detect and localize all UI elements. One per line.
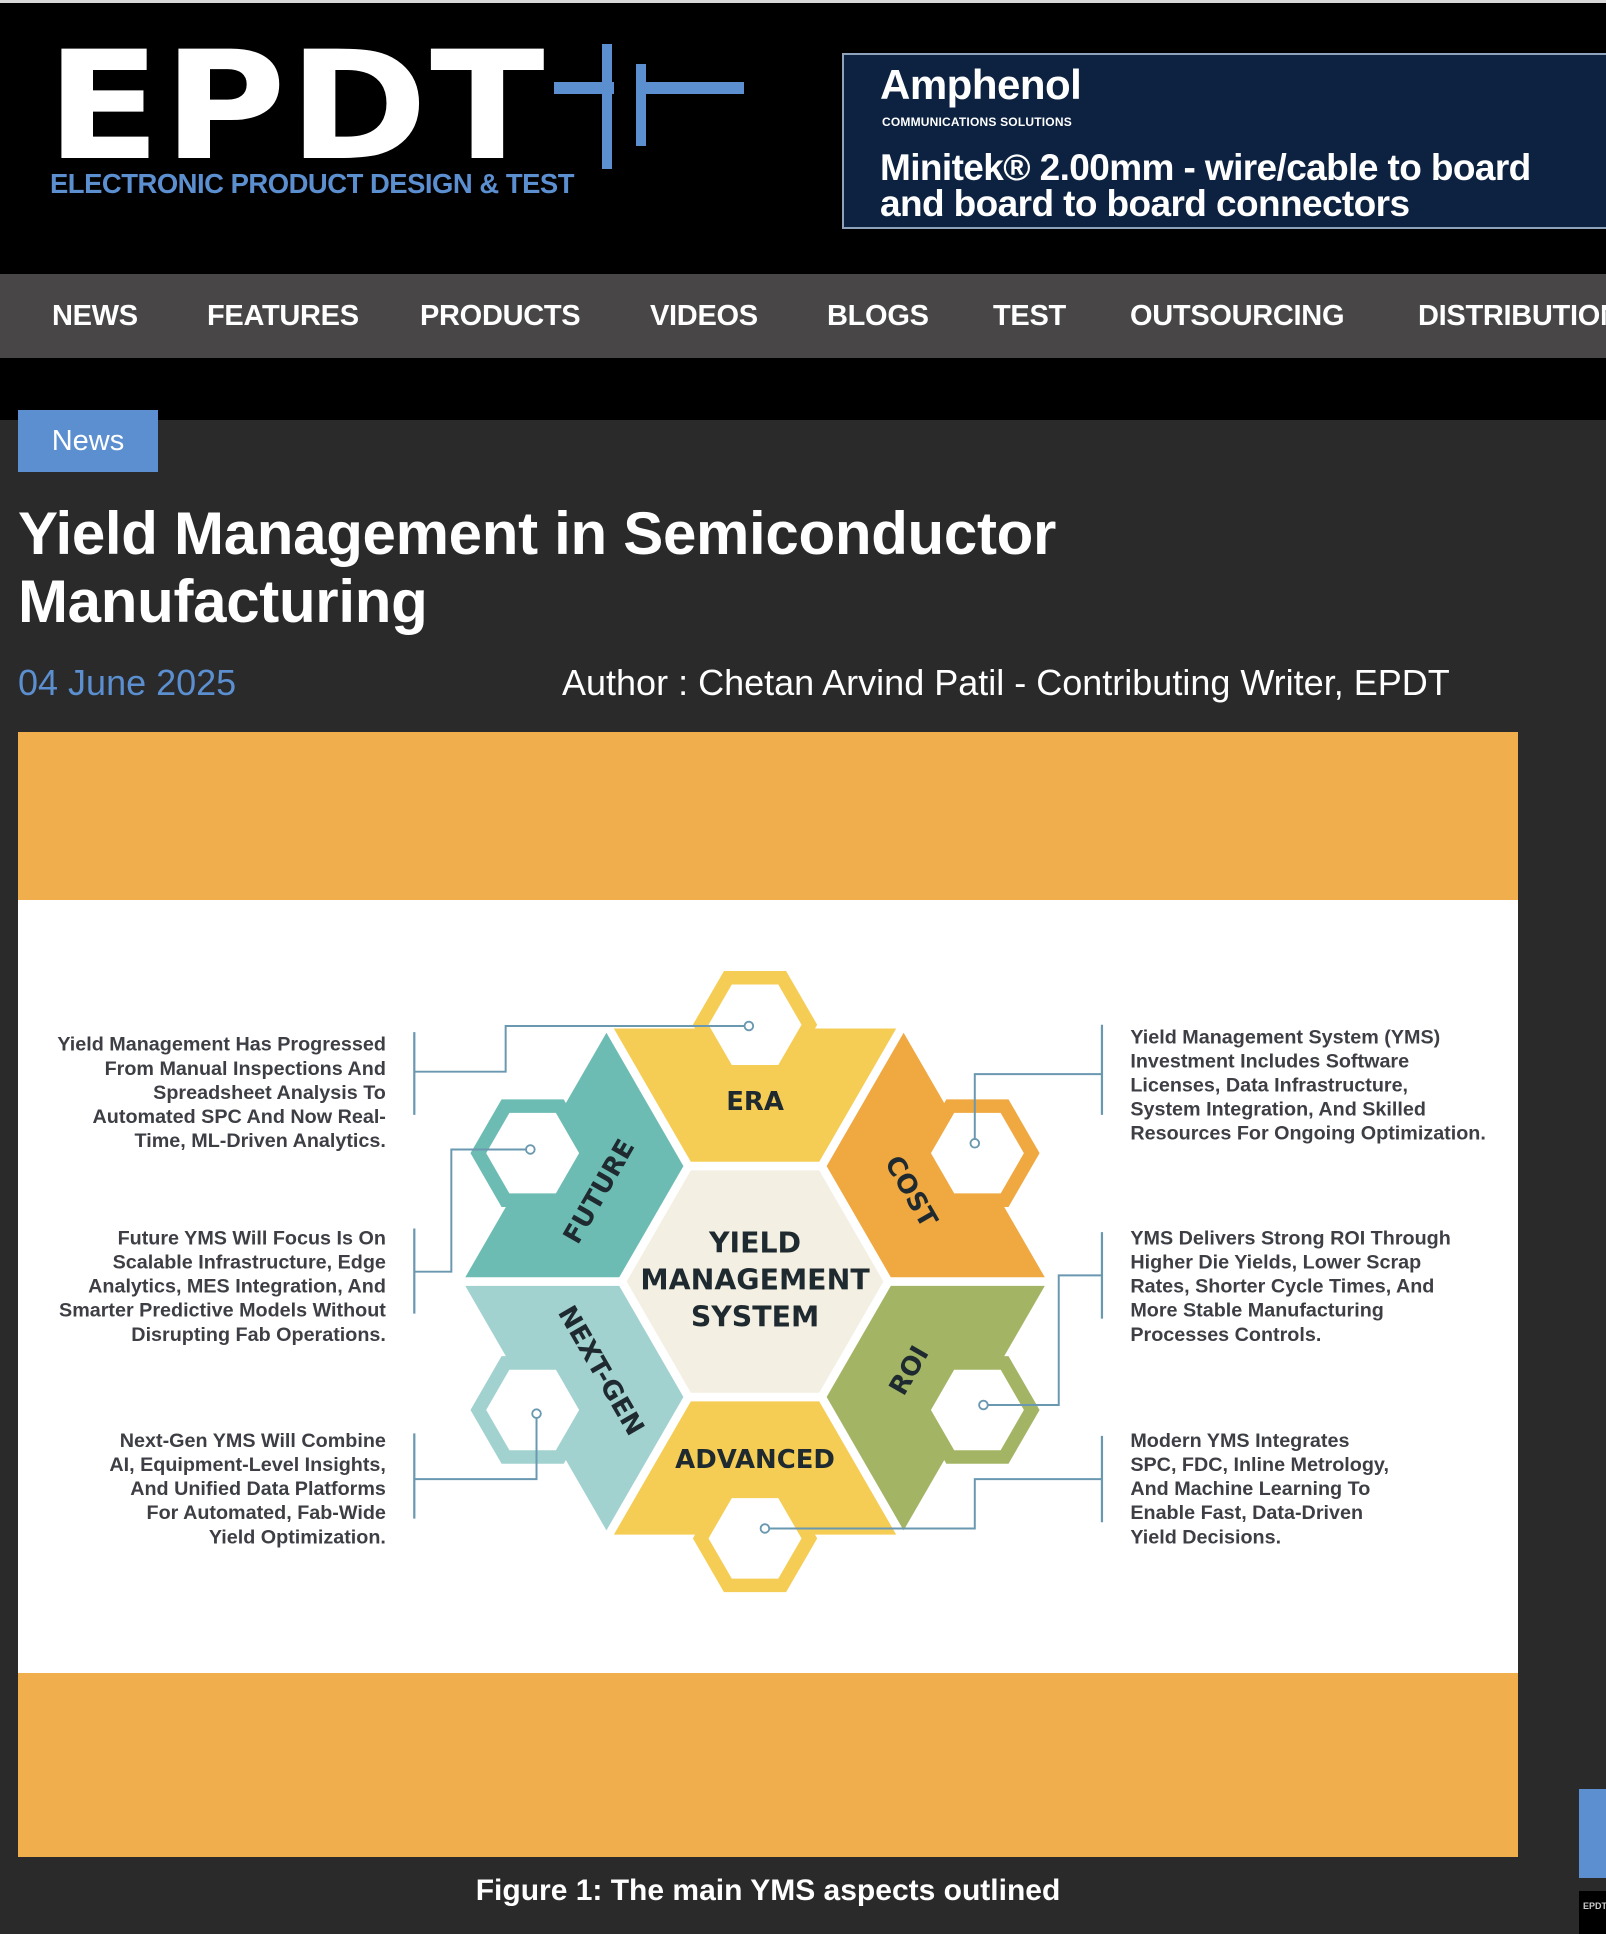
- right-note-line: Yield Management System (YMS): [1130, 1026, 1440, 1048]
- right-note-line: YMS Delivers Strong ROI Through: [1130, 1228, 1450, 1250]
- ad-brand-subtitle: COMMUNICATIONS SOLUTIONS: [882, 115, 1072, 129]
- petal-advanced: ADVANCED: [613, 1401, 897, 1593]
- main-nav: NEWS FEATURES PRODUCTS VIDEOS BLOGS TEST…: [0, 274, 1606, 358]
- connector-dot: [969, 1138, 981, 1149]
- right-note-line: More Stable Manufacturing: [1130, 1300, 1383, 1322]
- left-note-line: And Unified Data Platforms: [130, 1478, 386, 1500]
- left-note-line: Time, ML-Driven Analytics.: [135, 1130, 386, 1152]
- center-label-line: MANAGEMENT: [640, 1264, 870, 1297]
- petal-future: FUTURE: [465, 1032, 684, 1278]
- right-note-line: System Integration, And Skilled: [1130, 1099, 1426, 1121]
- connector-dot: [759, 1523, 771, 1534]
- side-widget-thumbnail[interactable]: EPDT: [1579, 1891, 1606, 1934]
- left-note-line: AI, Equipment-Level Insights,: [109, 1454, 386, 1476]
- left-note-line: Yield Optimization.: [209, 1526, 386, 1548]
- advertisement-banner[interactable]: Amphenol COMMUNICATIONS SOLUTIONS Minite…: [842, 53, 1606, 229]
- connector-line: [983, 1274, 1102, 1407]
- petal-next-gen: NEXT-GEN: [465, 1285, 684, 1531]
- nav-test[interactable]: TEST: [993, 300, 1066, 332]
- right-note-line: SPC, FDC, Inline Metrology,: [1130, 1454, 1389, 1476]
- petal-label-group: ADVANCED: [675, 1445, 835, 1475]
- nav-products[interactable]: PRODUCTS: [420, 300, 581, 332]
- article-date: 04 June 2025: [18, 662, 237, 703]
- left-note-line: Next-Gen YMS Will Combine: [120, 1430, 386, 1452]
- left-note-line: Smarter Predictive Models Without: [59, 1300, 386, 1322]
- right-note-line: Enable Fast, Data-Driven: [1130, 1502, 1363, 1524]
- ad-headline-1: Minitek® 2.00mm - wire/cable to board: [880, 147, 1531, 188]
- logo-wordmark: EPDT: [46, 20, 547, 194]
- right-note-line: Investment Includes Software: [1130, 1050, 1409, 1072]
- petal-roi: ROI: [826, 1285, 1045, 1531]
- nav-news[interactable]: NEWS: [52, 300, 138, 332]
- petal-hexagon-icon: [692, 970, 818, 1079]
- left-note-line: Scalable Infrastructure, Edge: [113, 1252, 386, 1274]
- connector-dot: [531, 1408, 542, 1419]
- left-note-line: Analytics, MES Integration, And: [88, 1276, 386, 1298]
- ad-brand: Amphenol: [880, 61, 1082, 108]
- petal-hexagon-icon: [470, 1356, 595, 1464]
- petal-hexagon-icon: [692, 1484, 818, 1593]
- left-note-line: Future YMS Will Focus Is On: [118, 1228, 386, 1250]
- petal-shape: [613, 1401, 897, 1535]
- side-widget-button[interactable]: [1579, 1789, 1606, 1878]
- logo-tagline: ELECTRONIC PRODUCT DESIGN & TEST: [50, 168, 575, 199]
- petal-label-advanced: ADVANCED: [675, 1445, 835, 1475]
- figure-caption: Figure 1: The main YMS aspects outlined: [475, 1874, 1061, 1907]
- left-note-line: Spreadsheet Analysis To: [153, 1082, 386, 1104]
- nav-distribution[interactable]: DISTRIBUTION: [1418, 300, 1606, 332]
- connector-line: [973, 1073, 1102, 1144]
- center-label-line: YIELD: [708, 1227, 801, 1260]
- center-label-line: SYSTEM: [691, 1301, 819, 1334]
- right-note-line: Licenses, Data Infrastructure,: [1130, 1074, 1408, 1096]
- connector-dot: [743, 1020, 755, 1032]
- nav-videos[interactable]: VIDEOS: [650, 300, 758, 332]
- right-note-line: And Machine Learning To: [1130, 1478, 1370, 1500]
- connector-line: [414, 1025, 749, 1073]
- connector-dot: [525, 1144, 536, 1155]
- connector-line: [414, 1148, 531, 1273]
- petal-label-group: ERA: [726, 1087, 784, 1117]
- side-widget-label: EPDT: [1583, 1901, 1606, 1911]
- right-note-line: Rates, Shorter Cycle Times, And: [1130, 1276, 1434, 1298]
- left-note-line: Yield Management Has Progressed: [57, 1034, 386, 1056]
- right-note-line: Yield Decisions.: [1130, 1526, 1281, 1548]
- category-badge[interactable]: News: [18, 410, 158, 472]
- nav-outsourcing[interactable]: OUTSOURCING: [1130, 300, 1345, 332]
- nav-blogs[interactable]: BLOGS: [827, 300, 929, 332]
- site-logo[interactable]: EPDT ELECTRONIC PRODUCT DESIGN & TEST: [46, 32, 744, 210]
- petal-era: ERA: [613, 970, 897, 1162]
- petal-cost: COST: [826, 1032, 1045, 1278]
- top-border: [0, 0, 1606, 3]
- connector-line: [414, 1413, 538, 1481]
- right-note-line: Higher Die Yields, Lower Scrap: [1130, 1252, 1421, 1274]
- left-note-line: For Automated, Fab-Wide: [147, 1502, 386, 1524]
- petal-hexagon-icon: [915, 1099, 1040, 1208]
- left-note-line: From Manual Inspections And: [105, 1058, 386, 1080]
- left-note-line: Disrupting Fab Operations.: [131, 1324, 386, 1346]
- ad-headline-2: and board to board connectors: [880, 183, 1410, 224]
- nav-features[interactable]: FEATURES: [207, 300, 359, 332]
- nav-spacer: [0, 358, 1606, 420]
- connector-dot: [978, 1399, 989, 1411]
- center-hexagon: [626, 1170, 884, 1393]
- right-note-line: Resources For Ongoing Optimization.: [1130, 1123, 1486, 1145]
- logo-circuit-icon: [554, 44, 744, 169]
- petal-label-era: ERA: [726, 1087, 784, 1117]
- right-note-line: Processes Controls.: [1130, 1324, 1321, 1346]
- petal-hexagon-icon: [915, 1356, 1040, 1464]
- article-author: Author : Chetan Arvind Patil - Contribut…: [562, 662, 1450, 703]
- left-note-line: Automated SPC And Now Real-: [93, 1106, 386, 1128]
- right-note-line: Modern YMS Integrates: [1130, 1430, 1349, 1452]
- petal-shape: [613, 1028, 897, 1162]
- connector-line: [764, 1478, 1102, 1530]
- article-title: Yield Management in Semiconductor Manufa…: [18, 500, 1057, 635]
